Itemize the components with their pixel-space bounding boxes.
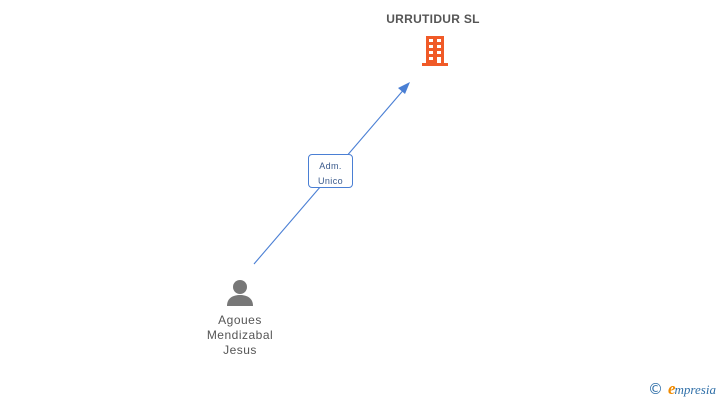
role-line-1: Adm. bbox=[319, 161, 342, 171]
brand-name: mpresia bbox=[674, 382, 716, 397]
building-icon[interactable] bbox=[418, 33, 452, 69]
person-name-line-1: Agoues bbox=[218, 313, 262, 327]
brand-logo: empresia bbox=[668, 379, 716, 399]
person-icon[interactable] bbox=[225, 278, 255, 308]
company-name[interactable]: URRUTIDUR SL bbox=[386, 12, 480, 26]
person-name-line-3: Jesus bbox=[223, 343, 257, 357]
brand-initial: e bbox=[668, 379, 676, 398]
role-line-2: Unico bbox=[317, 176, 343, 186]
person-name-line-2: Mendizabal bbox=[206, 328, 274, 342]
arrowhead-icon bbox=[398, 82, 410, 94]
person-name[interactable]: Agoues Mendizabal Jesus bbox=[178, 313, 302, 358]
brand-footer[interactable]: © empresia bbox=[648, 378, 716, 400]
role-label[interactable]: Adm. Unico bbox=[308, 154, 353, 188]
copyright-icon: © bbox=[648, 380, 663, 398]
